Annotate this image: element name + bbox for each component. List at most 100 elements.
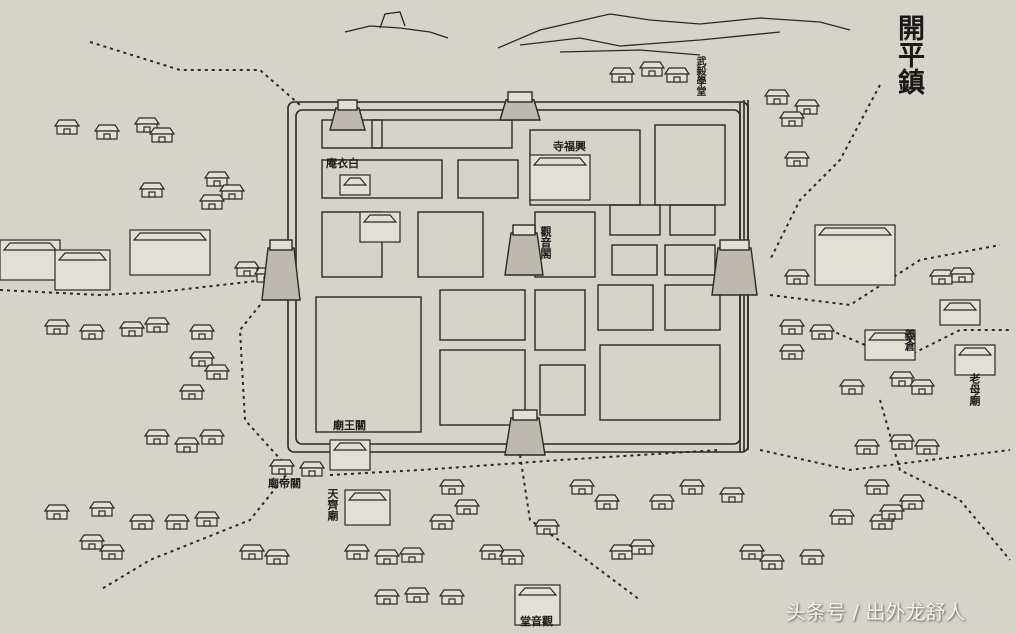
house-roof <box>888 371 916 379</box>
house-door <box>918 388 926 395</box>
house-roof <box>218 184 246 192</box>
house-door <box>898 443 906 450</box>
house-door <box>768 563 776 570</box>
house-door <box>448 488 456 495</box>
house <box>198 429 226 445</box>
label-granary: 義倉 <box>903 329 916 351</box>
city-block <box>597 284 654 331</box>
house-door <box>448 598 456 605</box>
house-door <box>213 373 221 380</box>
house <box>608 67 636 83</box>
house-door <box>463 508 471 515</box>
label-baiyi-nunnery: 庵衣白 <box>326 157 359 170</box>
temple-roof <box>517 587 558 596</box>
house-roof <box>203 171 231 179</box>
house-roof <box>93 124 121 132</box>
house-door <box>208 438 216 445</box>
house-roof <box>783 269 811 277</box>
city-block <box>439 289 526 341</box>
temple-roof <box>57 252 108 261</box>
gate-pavilion <box>512 409 538 421</box>
house <box>863 479 891 495</box>
house <box>343 544 371 560</box>
house <box>498 549 526 565</box>
house-roof <box>608 67 636 75</box>
house-door <box>103 133 111 140</box>
house-roof <box>948 267 976 275</box>
house <box>143 429 171 445</box>
house-roof <box>738 544 766 552</box>
house <box>233 261 261 277</box>
house-door <box>278 468 286 475</box>
gate-tower <box>504 409 546 456</box>
house-door <box>788 120 796 127</box>
city-block <box>664 244 716 276</box>
house <box>628 539 656 555</box>
house-door <box>273 558 281 565</box>
house-roof <box>763 89 791 97</box>
house-door <box>673 76 681 83</box>
house-roof <box>428 514 456 522</box>
city-block <box>609 204 661 236</box>
temple-compound <box>359 211 401 243</box>
house-roof <box>298 461 326 469</box>
house-door <box>138 523 146 530</box>
house <box>398 547 426 563</box>
label-guanyin-pavilion: 觀音閣 <box>539 226 552 259</box>
house-roof <box>628 539 656 547</box>
house-roof <box>638 61 666 69</box>
house-roof <box>438 589 466 597</box>
house <box>438 479 466 495</box>
house-door <box>658 503 666 510</box>
temple-compound <box>129 229 211 276</box>
house <box>778 319 806 335</box>
house-roof <box>778 111 806 119</box>
house-roof <box>853 439 881 447</box>
house <box>173 437 201 453</box>
temple-compound <box>344 489 391 526</box>
house-door <box>748 553 756 560</box>
house-roof <box>138 182 166 190</box>
house-door <box>603 503 611 510</box>
label-xingfu-temple: 寺福興 <box>553 140 586 153</box>
temple-compound <box>939 299 981 326</box>
house <box>568 479 596 495</box>
temple-compound <box>814 224 896 286</box>
house-roof <box>198 429 226 437</box>
house <box>138 182 166 198</box>
house-roof <box>888 434 916 442</box>
house-roof <box>78 534 106 542</box>
watermark: 头条号 / 出外龙舒人 <box>786 600 966 624</box>
house-door <box>578 488 586 495</box>
house-roof <box>783 151 811 159</box>
house-roof <box>828 509 856 517</box>
house-roof <box>118 321 146 329</box>
house-door <box>128 330 136 337</box>
house-door <box>53 513 61 520</box>
house-door <box>793 278 801 285</box>
house-door <box>888 513 896 520</box>
city-block <box>611 244 658 276</box>
house <box>663 67 691 83</box>
temple-roof <box>132 232 208 241</box>
house-roof <box>778 344 806 352</box>
house-door <box>848 388 856 395</box>
gate-tower <box>711 239 758 296</box>
temple-roof <box>957 347 993 356</box>
house-door <box>243 270 251 277</box>
houses <box>0 61 996 626</box>
house-roof <box>178 384 206 392</box>
temple-roof <box>347 492 388 501</box>
house-door <box>383 598 391 605</box>
house-roof <box>233 261 261 269</box>
house-roof <box>43 319 71 327</box>
house-door <box>638 548 646 555</box>
house-roof <box>133 117 161 125</box>
house-roof <box>793 99 821 107</box>
city-block <box>439 349 526 426</box>
house <box>533 519 561 535</box>
house <box>78 324 106 340</box>
house-door <box>213 180 221 187</box>
house <box>763 89 791 105</box>
city-block <box>669 204 716 236</box>
